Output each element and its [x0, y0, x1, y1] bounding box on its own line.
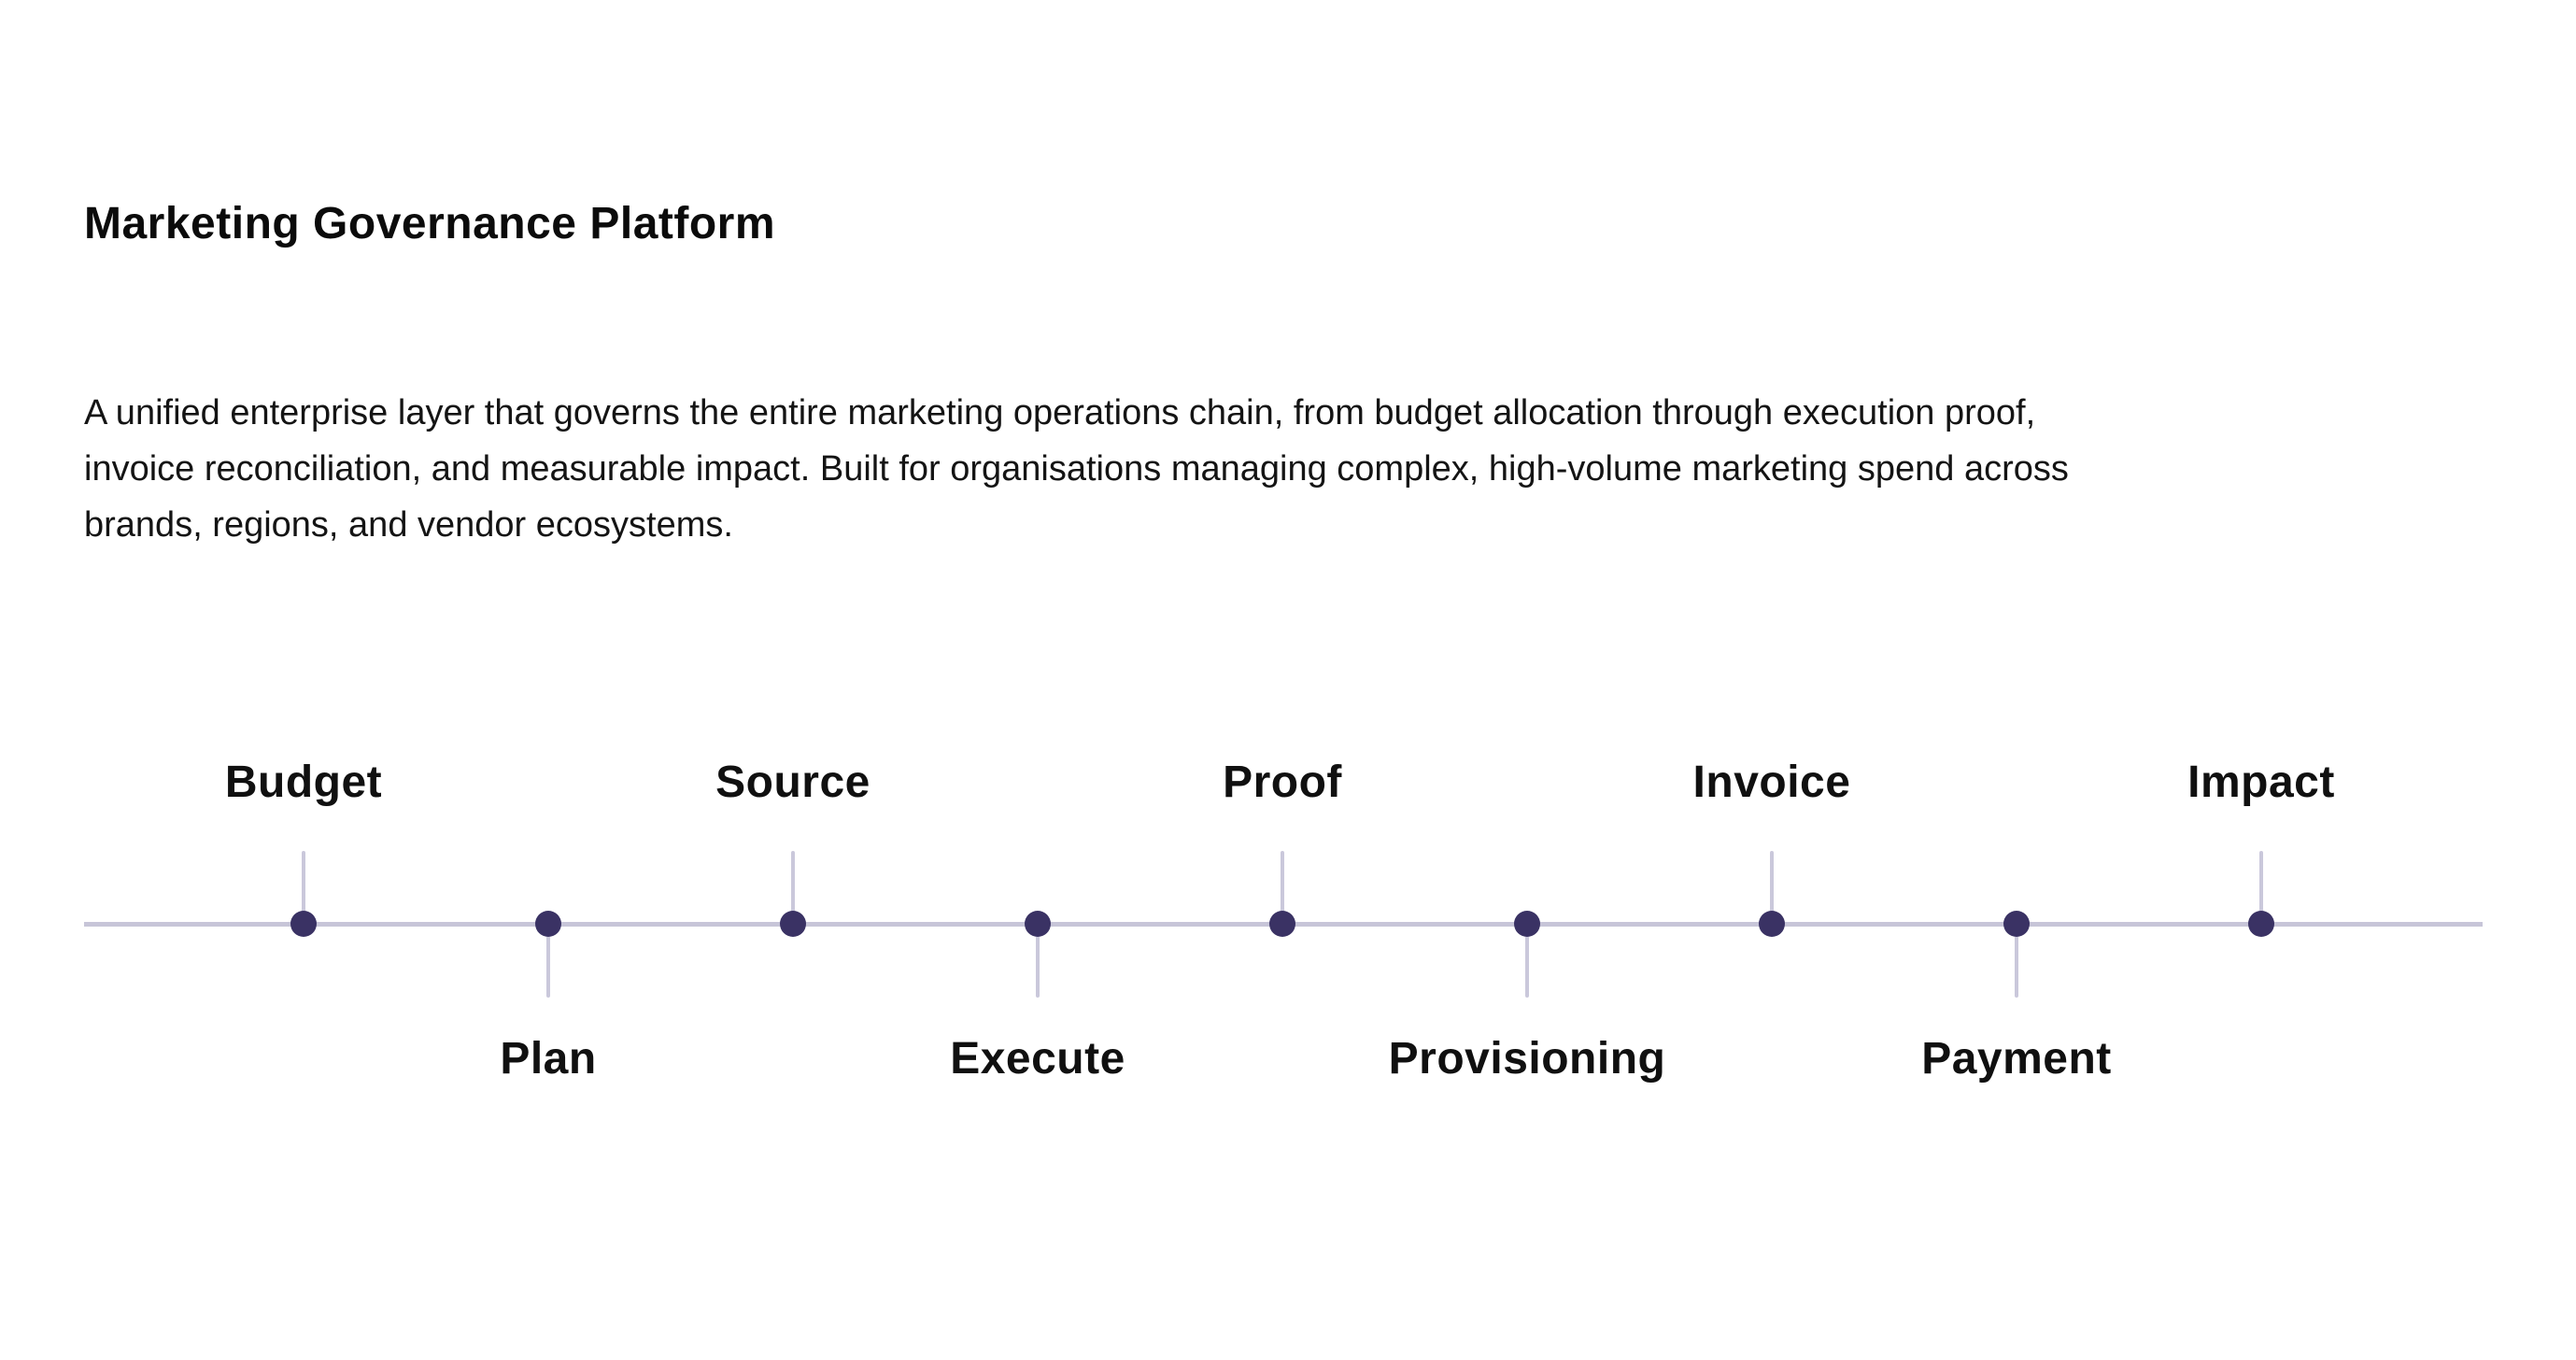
milestone-label: Payment	[1921, 1034, 2112, 1084]
milestone-dot	[1269, 911, 1295, 937]
milestone-dot	[1759, 911, 1785, 937]
milestone-tick	[546, 936, 550, 998]
milestone-label: Impact	[2187, 758, 2335, 807]
milestone-tick	[1525, 936, 1529, 998]
milestone-dot	[2248, 911, 2274, 937]
page-title: Marketing Governance Platform	[84, 199, 776, 249]
milestone-label: Source	[715, 758, 870, 807]
milestone-label: Provisioning	[1388, 1034, 1666, 1084]
milestone-tick	[2259, 851, 2263, 913]
milestone-dot	[780, 911, 806, 937]
milestone-label: Invoice	[1692, 758, 1851, 807]
milestone-label: Plan	[500, 1034, 597, 1084]
milestone-label: Budget	[224, 758, 383, 807]
milestone-dot	[290, 911, 317, 937]
milestone-tick	[1281, 851, 1284, 913]
milestone-tick	[1036, 936, 1040, 998]
milestone-dot	[535, 911, 561, 937]
milestone-tick	[1770, 851, 1774, 913]
milestone-tick	[2015, 936, 2018, 998]
description-line: A unified enterprise layer that governs …	[84, 393, 2036, 432]
milestone-dot	[1025, 911, 1051, 937]
milestone-tick	[302, 851, 305, 913]
milestone-label: Proof	[1223, 758, 1342, 807]
milestone-tick	[791, 851, 795, 913]
milestone-dot	[2003, 911, 2030, 937]
page-description: A unified enterprise layer that governs …	[84, 385, 2069, 553]
description-line: invoice reconciliation, and measurable i…	[84, 449, 2069, 489]
milestone-dot	[1514, 911, 1540, 937]
description-line: brands, regions, and vendor ecosystems.	[84, 505, 733, 545]
milestone-label: Execute	[950, 1034, 1125, 1084]
